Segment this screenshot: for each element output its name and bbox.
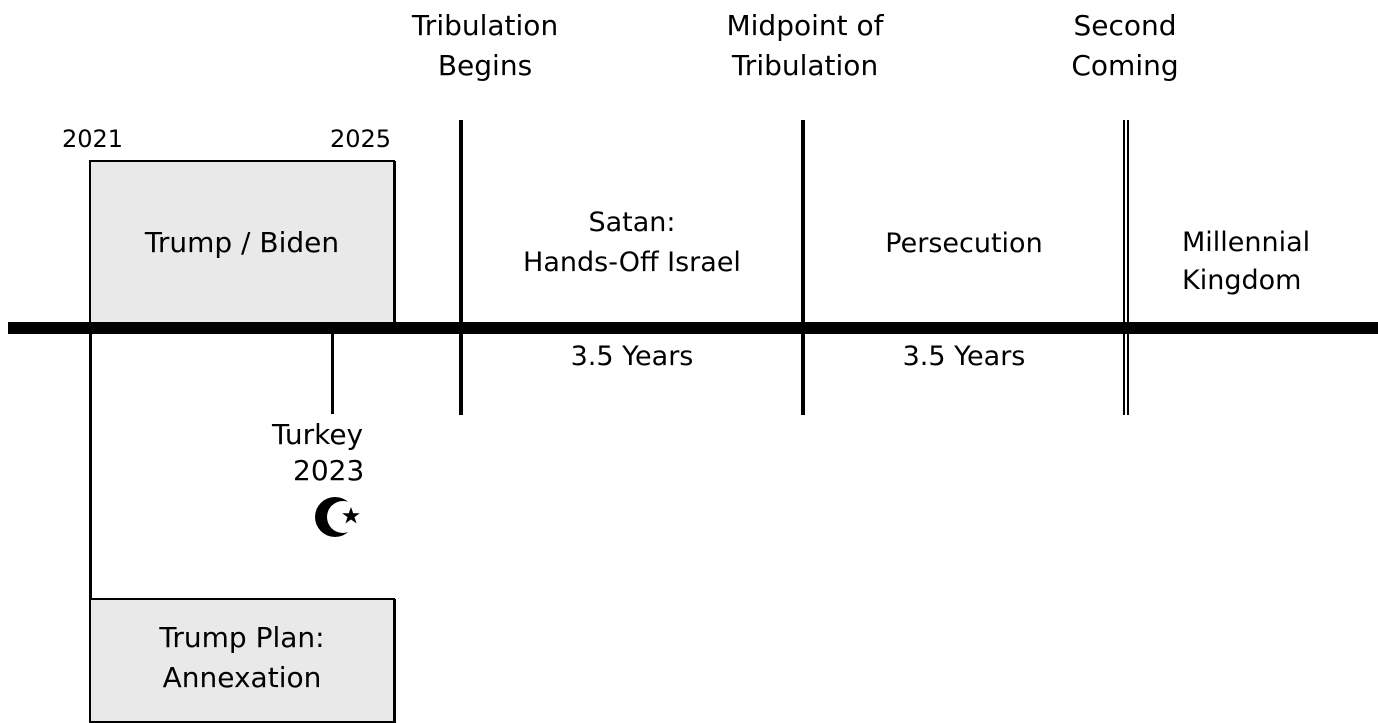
divider-second-coming-right: [1127, 120, 1129, 415]
box-trump-plan-label: Trump Plan: Annexation: [159, 621, 325, 694]
header-second-coming: Second Coming: [1071, 9, 1179, 82]
event-turkey-year: 2023: [293, 454, 365, 487]
main-timeline: [8, 322, 1378, 334]
duration-first-half: 3.5 Years: [570, 341, 694, 372]
event-turkey-name: Turkey: [272, 418, 364, 451]
crescent-star-icon: [313, 493, 365, 541]
period-label-hands-off-israel: Satan: Hands-Off Israel: [523, 207, 741, 278]
box-trump-biden: Trump / Biden: [89, 160, 395, 326]
divider-second-coming-left: [1123, 120, 1125, 415]
period-label-persecution: Persecution: [885, 228, 1043, 259]
year-start-label: 2021: [62, 125, 124, 153]
header-midpoint-of-tribulation: Midpoint of Tribulation: [726, 9, 884, 82]
period-label-millennial-kingdom: Millennial Kingdom: [1182, 227, 1311, 296]
turkey-tick: [331, 330, 334, 414]
year-end-label: 2025: [330, 125, 392, 153]
duration-second-half: 3.5 Years: [902, 341, 1026, 372]
divider-midpoint: [801, 120, 805, 415]
box-trump-plan-annexation: Trump Plan: Annexation: [89, 598, 395, 723]
header-tribulation-begins: Tribulation Begins: [411, 9, 559, 82]
divider-tribulation-begins: [459, 120, 463, 415]
box-trump-biden-label: Trump / Biden: [144, 226, 340, 259]
connector-line-left: [89, 330, 92, 602]
